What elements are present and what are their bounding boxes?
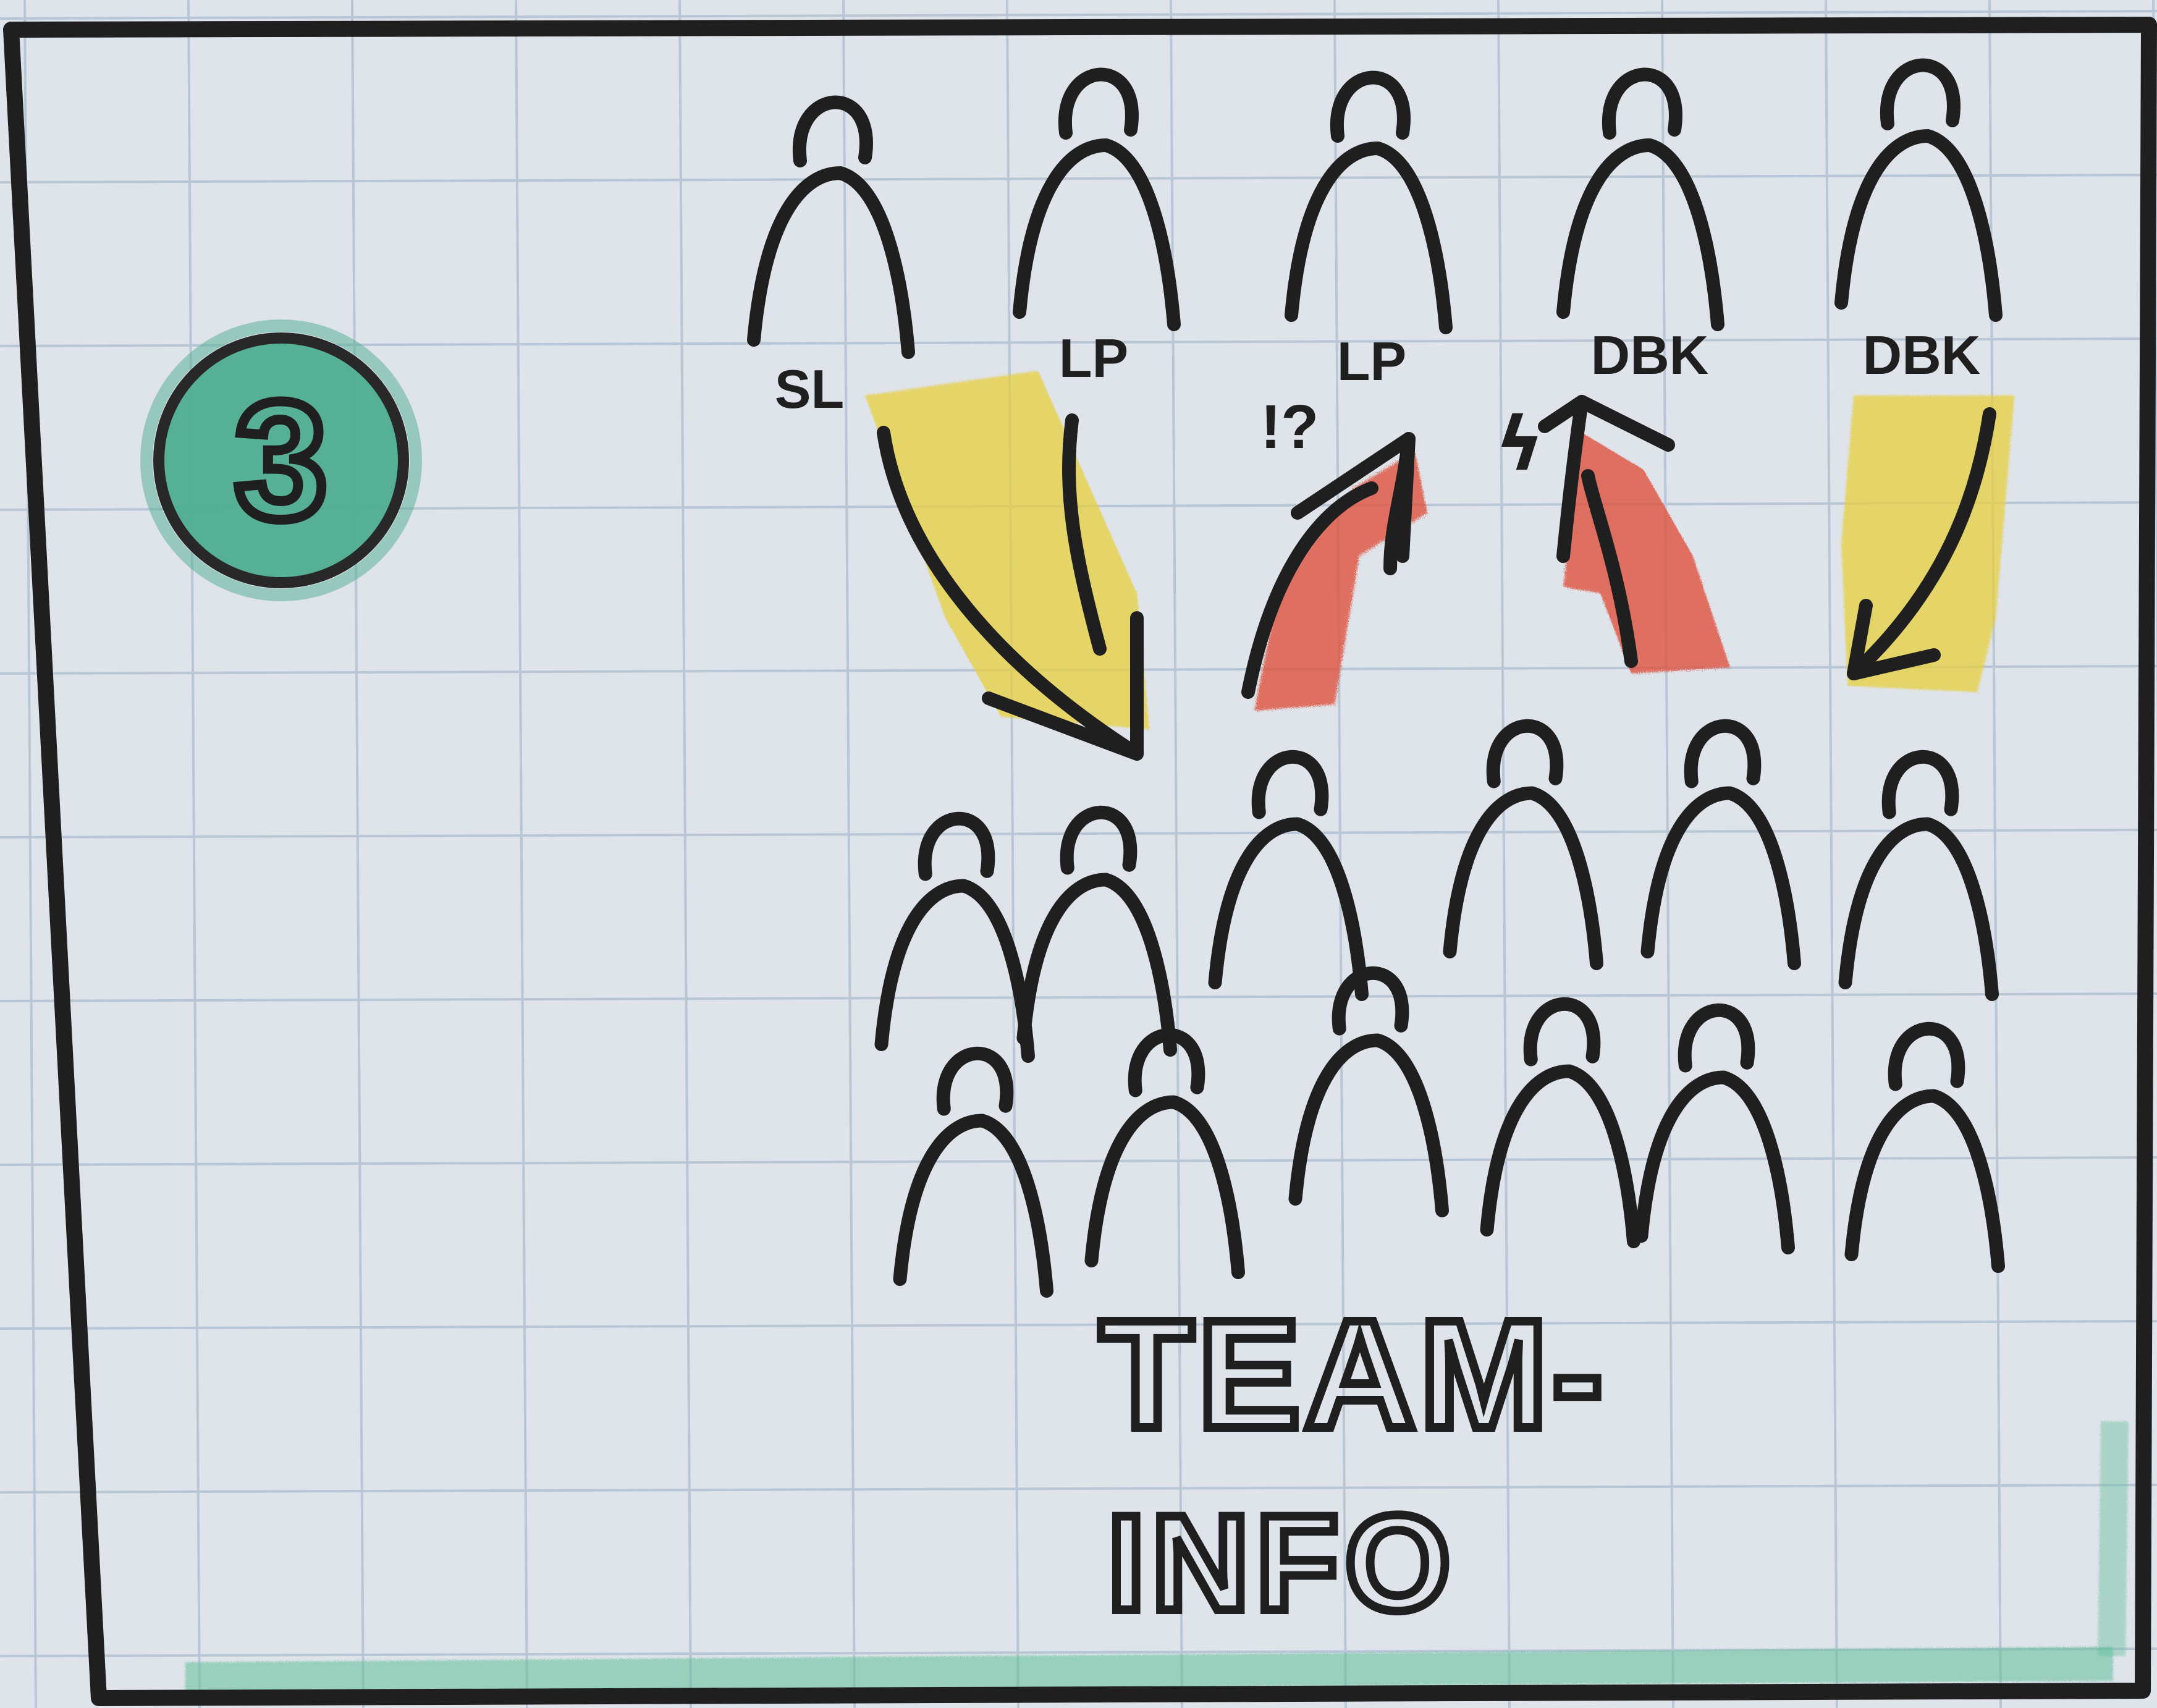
team-member-a6	[1838, 750, 1999, 1001]
grid-line-vertical	[515, 0, 528, 1708]
grid-line-horizontal	[0, 1156, 2157, 1166]
team-member-a2-head	[1060, 805, 1138, 875]
role-person-1	[747, 95, 915, 359]
team-member-b6-body	[1844, 1089, 2005, 1273]
team-member-a4	[1443, 719, 1603, 970]
role-person-4-head	[1602, 67, 1682, 140]
team-member-b5-head	[1678, 1003, 1755, 1073]
team-member-a4-head	[1486, 719, 1564, 788]
team-member-a5-body	[1640, 786, 1801, 970]
role-label-sl: SL	[775, 358, 844, 420]
green-edge-right	[2098, 1421, 2129, 1656]
team-member-b1-body	[893, 1114, 1053, 1298]
team-member-a4-body	[1443, 786, 1603, 970]
team-member-b2	[1084, 1028, 1245, 1279]
role-person-5-body	[1834, 129, 2003, 322]
role-person-5	[1834, 58, 2003, 322]
role-label-dbk-1: DBK	[1591, 324, 1709, 386]
grid-line-horizontal	[0, 992, 2157, 1002]
caption: TEAM- INFO	[1095, 1283, 1608, 1643]
caption-line-1: TEAM-	[1099, 1288, 1607, 1460]
grid-line-vertical	[1825, 0, 1838, 1708]
arrow-lp-up-head	[1291, 432, 1416, 563]
team-member-b3	[1288, 966, 1449, 1217]
team-member-b6-head	[1888, 1021, 1965, 1091]
grid-line-horizontal	[0, 10, 2157, 20]
team-member-b3-head	[1332, 966, 1409, 1036]
arrow-lp-up-stem	[1241, 481, 1378, 699]
team-member-a5-head	[1684, 719, 1762, 788]
caption-line-2: INFO	[1107, 1487, 1457, 1639]
role-label-dbk-2: DBK	[1863, 324, 1981, 386]
team-member-a3	[1208, 750, 1369, 1001]
frame-border	[3, 17, 2157, 1706]
team-member-b4-body	[1480, 1064, 1640, 1248]
grid-line-vertical	[351, 0, 365, 1708]
step-badge: 3	[140, 319, 422, 601]
role-person-2	[1013, 67, 1181, 331]
grid-line-horizontal	[0, 174, 2157, 184]
role-person-5-head	[1880, 58, 1961, 130]
team-member-b5	[1634, 1003, 1795, 1254]
people-figures	[747, 58, 2005, 1298]
arrow-dbk-down	[1847, 407, 1996, 680]
team-member-a1	[874, 811, 1035, 1063]
team-member-a5	[1640, 719, 1801, 970]
role-person-2-body	[1013, 138, 1181, 331]
arrow-dbk-up-stem	[1556, 395, 1589, 563]
role-person-2-head	[1058, 67, 1139, 140]
grid-line-vertical	[187, 0, 201, 1708]
role-person-1-head	[792, 95, 873, 167]
role-person-3-body	[1285, 142, 1453, 334]
team-member-b2-body	[1084, 1095, 1245, 1279]
team-member-a6-head	[1881, 750, 1959, 819]
role-person-3-head	[1330, 70, 1411, 143]
grid-line-vertical	[1333, 0, 1347, 1708]
role-label-lp-2: LP	[1337, 331, 1406, 392]
team-member-b1-head	[936, 1046, 1014, 1116]
question-annotation: !?	[1260, 392, 1319, 462]
team-member-a6-body	[1838, 817, 1999, 1001]
team-member-b6	[1844, 1021, 2005, 1273]
step-number: 3	[235, 368, 327, 554]
role-labels: SL LP LP DBK DBK	[775, 324, 1981, 420]
team-member-b5-body	[1634, 1070, 1795, 1254]
grid-line-horizontal	[0, 1484, 2157, 1494]
team-member-a3-head	[1251, 750, 1329, 819]
grid-line-vertical	[1497, 0, 1511, 1708]
role-person-4-body	[1556, 138, 1724, 331]
team-member-b2-head	[1128, 1028, 1205, 1097]
team-member-b4	[1480, 997, 1640, 1248]
grid-line-vertical	[1006, 0, 1019, 1708]
team-member-a1-head	[918, 811, 995, 881]
grid-line-horizontal	[0, 1320, 2157, 1330]
team-member-a2-body	[1016, 873, 1177, 1057]
arrow-lp-down	[1062, 413, 1107, 656]
arrows	[877, 395, 1996, 761]
role-label-lp-1: LP	[1059, 328, 1128, 389]
team-member-a3-body	[1208, 817, 1369, 1001]
arrow-sl-down	[877, 426, 1144, 761]
lightning-annotation: ϟ	[1495, 402, 1544, 488]
team-member-a2	[1016, 805, 1177, 1057]
arrow-dbk-up-head	[1538, 395, 1675, 452]
grid-line-vertical	[678, 0, 692, 1708]
team-member-a1-body	[874, 879, 1035, 1063]
step-badge-circle	[153, 332, 409, 588]
role-person-4	[1556, 67, 1724, 331]
red-highlights	[1254, 433, 1730, 711]
role-person-3	[1285, 70, 1453, 334]
arrow-dbk-down-head	[1847, 599, 1941, 680]
grid-line-vertical	[842, 0, 856, 1708]
role-person-1-body	[747, 166, 915, 359]
team-member-b4-head	[1523, 997, 1601, 1067]
arrow-sl-down-head	[982, 611, 1144, 761]
team-member-b1	[893, 1046, 1053, 1298]
team-member-b3-body	[1288, 1033, 1449, 1217]
arrow-dbk-up-stem-2	[1581, 469, 1638, 668]
green-edge-highlight	[185, 1647, 2113, 1693]
